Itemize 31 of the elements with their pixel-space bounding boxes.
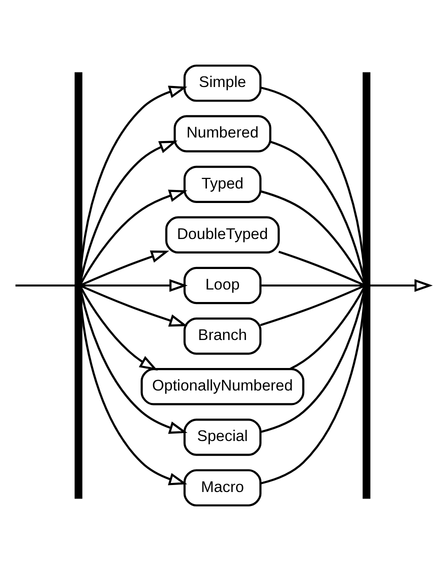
node-box: Numbered xyxy=(174,114,272,152)
node-box: DoubleTyped xyxy=(165,216,280,254)
node-box: Simple xyxy=(184,64,262,102)
arrow xyxy=(80,250,170,286)
arrow xyxy=(80,140,178,278)
connector xyxy=(260,284,364,326)
connector xyxy=(260,284,364,286)
connector xyxy=(260,190,365,283)
connector xyxy=(260,86,365,264)
connector xyxy=(278,250,364,286)
connector xyxy=(289,287,365,370)
connector xyxy=(260,306,365,484)
arrow xyxy=(80,85,188,264)
node-box: Typed xyxy=(184,165,262,202)
arrow xyxy=(80,284,188,326)
node-box: OptionallyNumbered xyxy=(140,368,304,405)
connector xyxy=(260,292,365,433)
node-box: Loop xyxy=(184,266,262,304)
connector xyxy=(15,284,76,286)
arrow xyxy=(80,292,188,434)
node-box: Special xyxy=(184,418,262,456)
node-box: Branch xyxy=(184,316,262,354)
arrow xyxy=(80,287,158,370)
connector xyxy=(270,140,365,278)
node-bar xyxy=(362,72,370,498)
node-bar xyxy=(74,72,82,498)
arrow xyxy=(369,278,433,292)
arrow xyxy=(80,189,188,283)
arrow xyxy=(81,278,188,292)
arrow xyxy=(80,306,188,485)
node-box: Macro xyxy=(184,468,262,506)
